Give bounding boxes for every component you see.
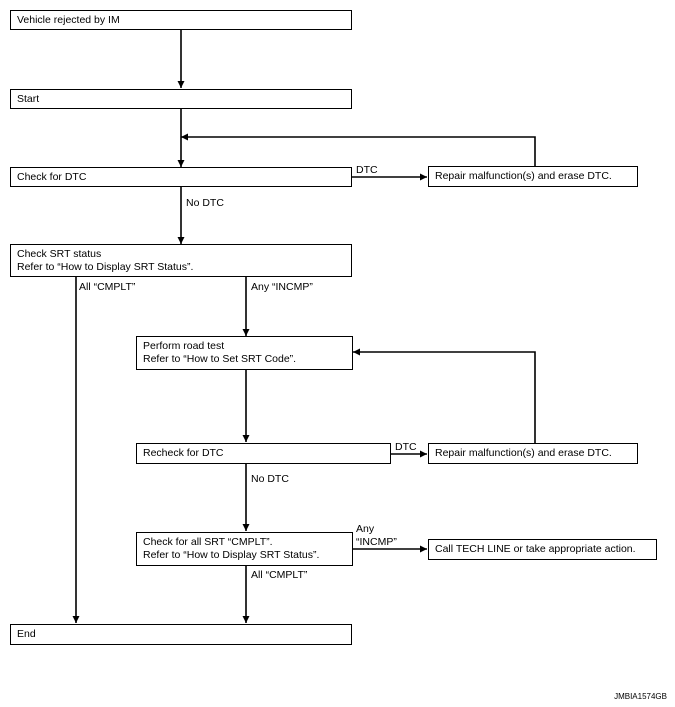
edge-label-dtc-1: DTC [356, 164, 378, 176]
edge-label-any-incmp-2-line1: Any [356, 523, 375, 535]
node-call-tech-line: Call TECH LINE or take appropriate actio… [428, 539, 657, 560]
node-text: Check for DTC [17, 170, 87, 183]
edge-label-no-dtc-2: No DTC [251, 473, 289, 485]
node-check-for-dtc: Check for DTC [10, 167, 352, 187]
node-text-line1: Check SRT status [17, 247, 102, 260]
node-text: Repair malfunction(s) and erase DTC. [435, 447, 612, 459]
node-text-line2: Refer to “How to Display SRT Status”. [17, 260, 194, 273]
node-text-line2: Refer to “How to Display SRT Status”. [143, 549, 320, 561]
node-repair-malfunction-1: Repair malfunction(s) and erase DTC. [428, 166, 638, 187]
node-check-srt-status: Check SRT status Refer to “How to Displa… [10, 244, 352, 277]
edge-label-all-cmplt-1: All “CMPLT” [79, 281, 136, 293]
node-text: Vehicle rejected by IM [17, 13, 120, 26]
edge-label-dtc-2: DTC [395, 441, 417, 453]
node-end: End [10, 624, 352, 645]
node-text-line1: Check for all SRT “CMPLT”. [143, 536, 273, 548]
edge-label-no-dtc-1: No DTC [186, 197, 224, 209]
node-text: End [17, 628, 36, 640]
edge-label-any-incmp-2-line2: “INCMP” [356, 536, 397, 548]
arrow-repair2-return [353, 348, 536, 443]
node-text: Recheck for DTC [143, 447, 224, 459]
node-start: Start [10, 89, 352, 109]
node-perform-road-test: Perform road test Refer to “How to Set S… [136, 336, 353, 370]
node-text-line2: Refer to “How to Set SRT Code”. [143, 353, 297, 365]
arrow-repair1-return [181, 133, 536, 166]
node-recheck-for-dtc: Recheck for DTC [136, 443, 391, 464]
node-text: Call TECH LINE or take appropriate actio… [435, 543, 636, 555]
node-text: Repair malfunction(s) and erase DTC. [435, 170, 612, 182]
node-repair-malfunction-2: Repair malfunction(s) and erase DTC. [428, 443, 638, 464]
figure-code: JMBIA1574GB [614, 692, 667, 701]
node-vehicle-rejected: Vehicle rejected by IM [10, 10, 352, 30]
node-text: Start [17, 92, 40, 105]
edge-label-any-incmp-1: Any “INCMP” [251, 281, 313, 293]
node-check-for-all-srt-cmplt: Check for all SRT “CMPLT”. Refer to “How… [136, 532, 353, 566]
edge-label-all-cmplt-2: All “CMPLT” [251, 569, 308, 581]
node-text-line1: Perform road test [143, 340, 225, 352]
